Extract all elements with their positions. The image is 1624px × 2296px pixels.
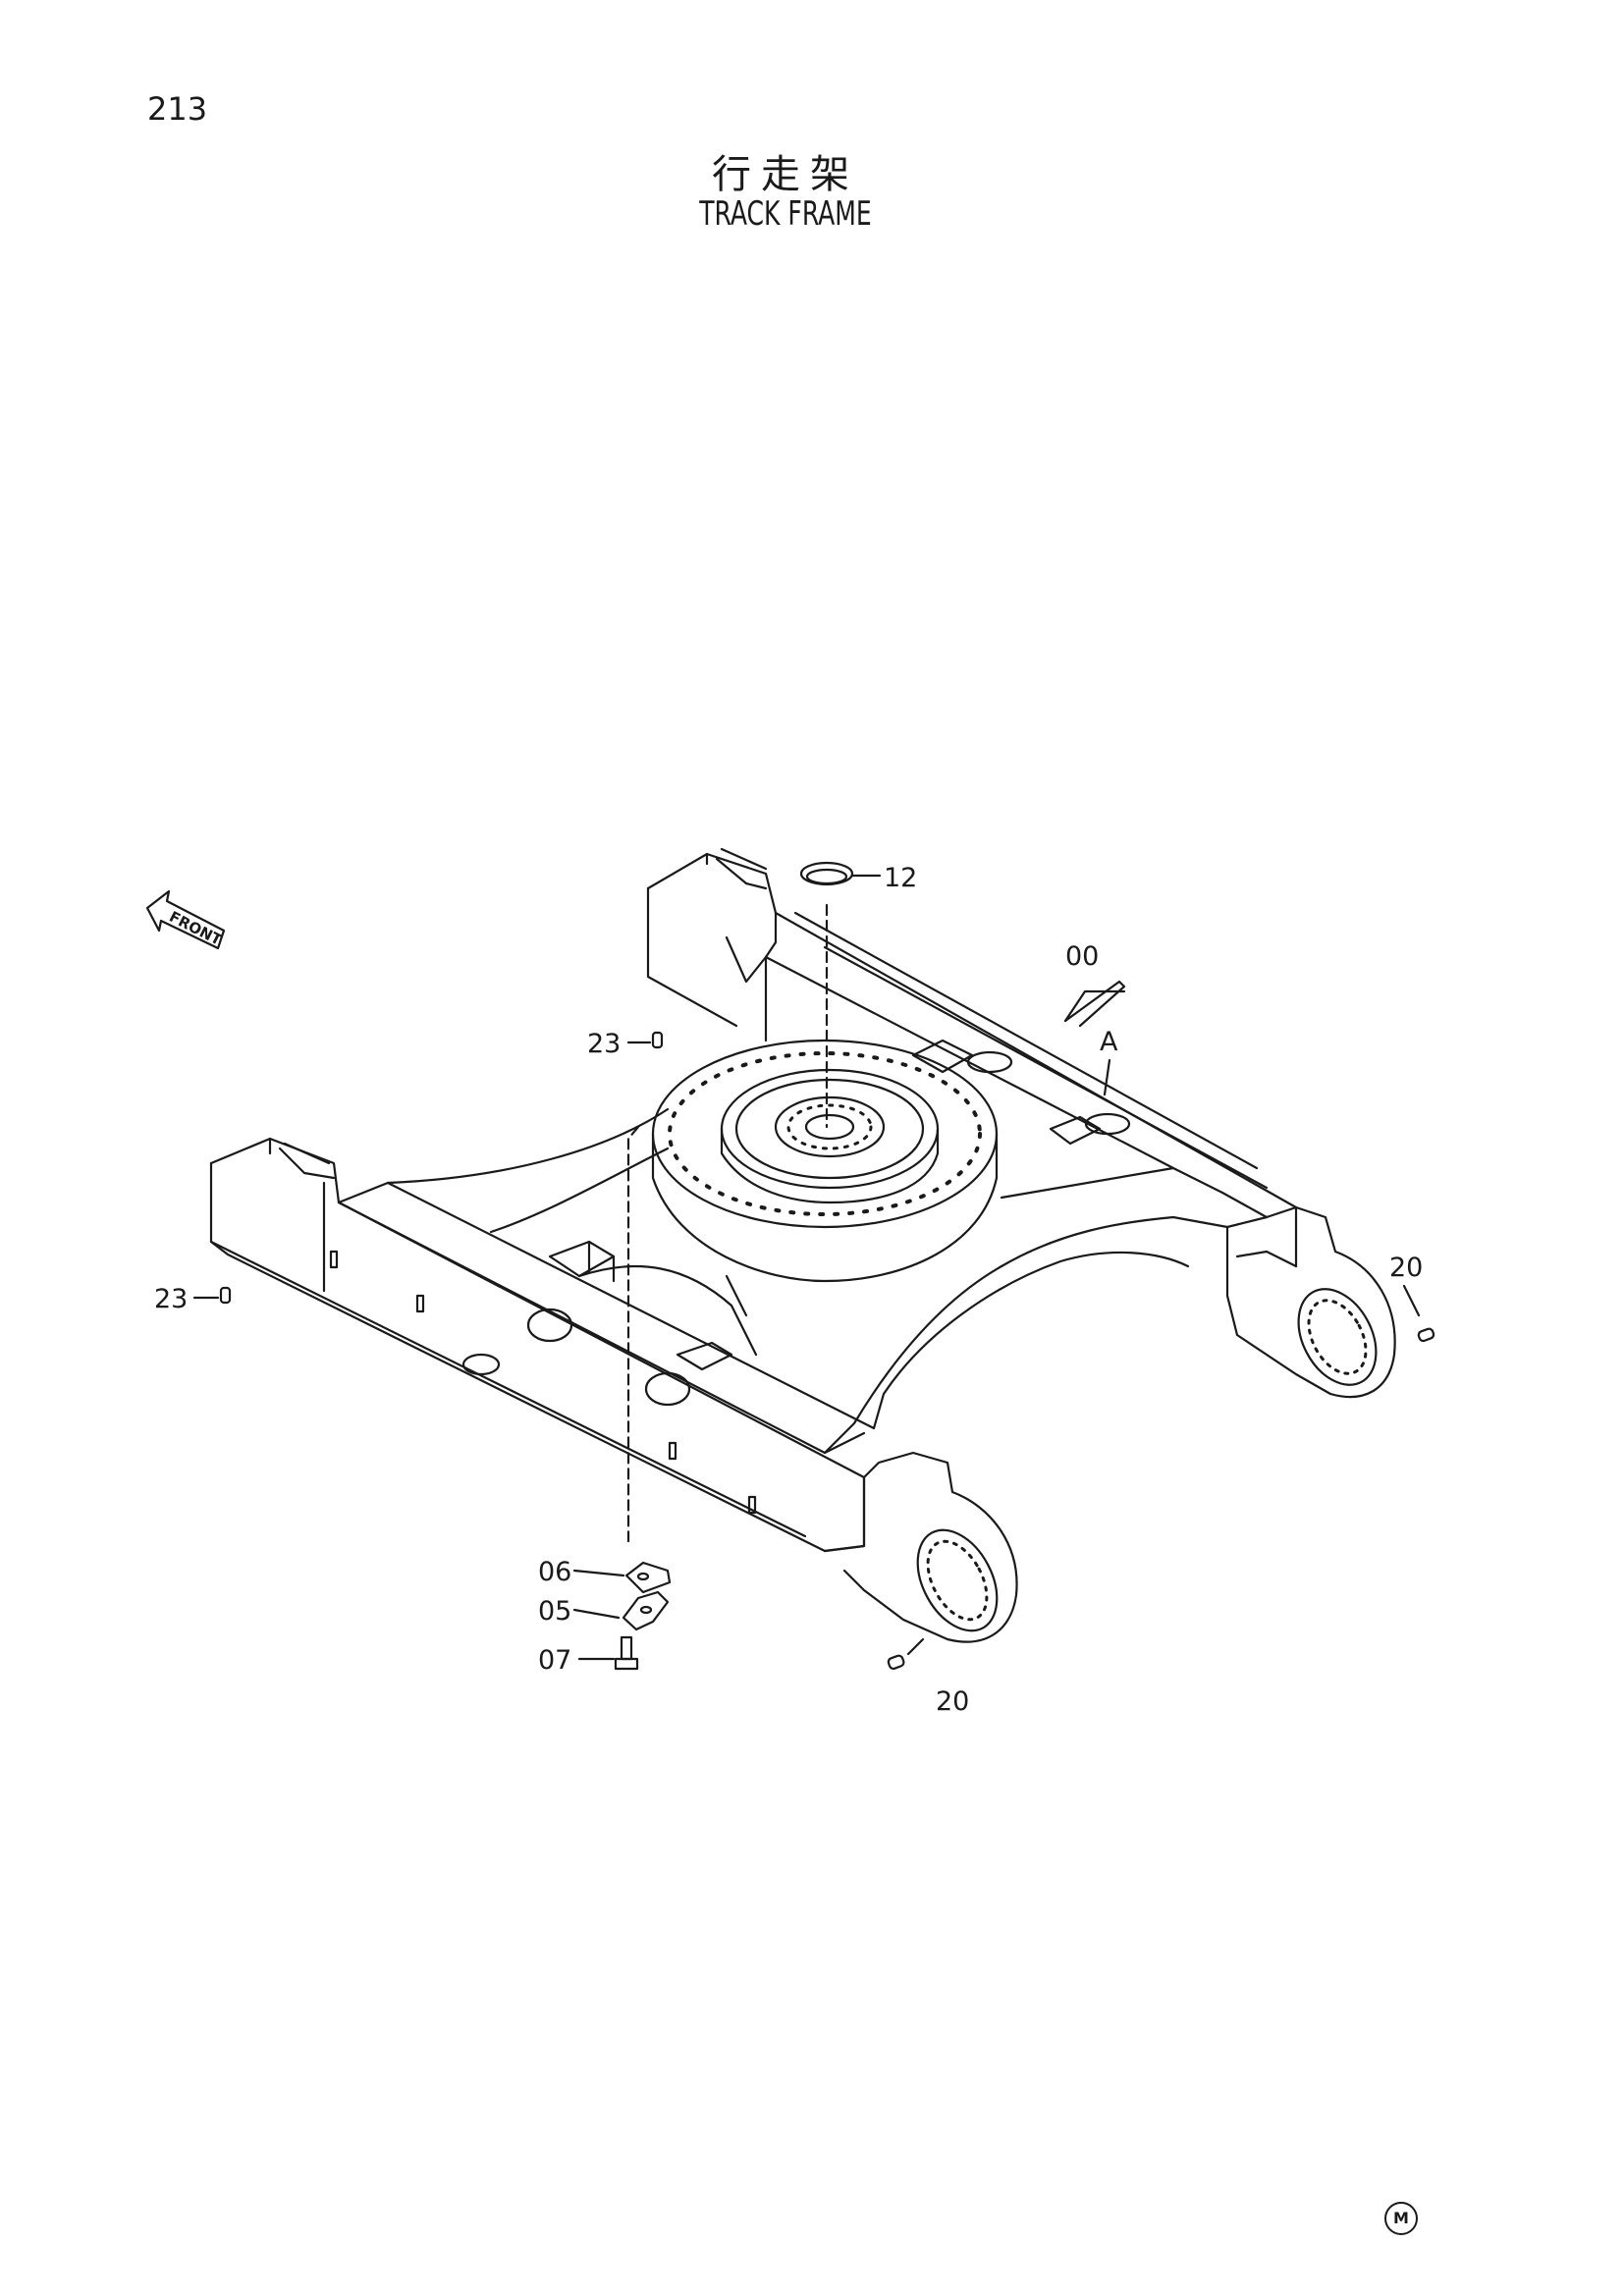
callout-A-leader: [1103, 1058, 1111, 1096]
swing-circle: [651, 1039, 999, 1283]
page-number: 213: [147, 90, 208, 128]
cap-20-lower-icon: [887, 1637, 925, 1671]
seal-ring-icon: [799, 861, 882, 886]
rear-side-frame: [646, 847, 1298, 1268]
center-body: [386, 1107, 1229, 1455]
bolt-07-icon: [577, 1635, 639, 1671]
front-arrow-icon: FRONT: [145, 889, 225, 949]
front-end-bracket: [823, 1451, 1018, 1643]
plate-06-icon: [572, 1561, 672, 1594]
plate-05-icon: [572, 1590, 670, 1631]
callout-20-right: 20: [1389, 1253, 1423, 1283]
callout-07: 07: [538, 1645, 571, 1676]
callout-05: 05: [538, 1596, 571, 1627]
corner-mark-icon: M: [1384, 2202, 1418, 2235]
callout-20-lower: 20: [936, 1686, 969, 1717]
callout-00: 00: [1065, 941, 1099, 972]
callout-12: 12: [884, 863, 917, 893]
front-side-frame: [209, 1137, 876, 1553]
callout-23-lower: 23: [154, 1284, 188, 1314]
callout-06: 06: [538, 1557, 571, 1587]
right-rear-bracket: [1225, 1205, 1396, 1399]
callout-23-upper: 23: [587, 1029, 621, 1059]
cap-20-right-icon: [1402, 1284, 1435, 1343]
title-english: TRACK FRAME: [699, 194, 872, 234]
pin-23-upper-icon: [626, 1031, 664, 1049]
title-chinese: 行走架: [712, 152, 859, 197]
pin-23-lower-icon: [192, 1286, 232, 1305]
callout-00-bracket: [1063, 989, 1126, 1023]
callout-A: A: [1100, 1027, 1118, 1057]
callout-00-leader: [1063, 980, 1126, 1028]
dashed-centerline-lower: [626, 1125, 640, 1543]
